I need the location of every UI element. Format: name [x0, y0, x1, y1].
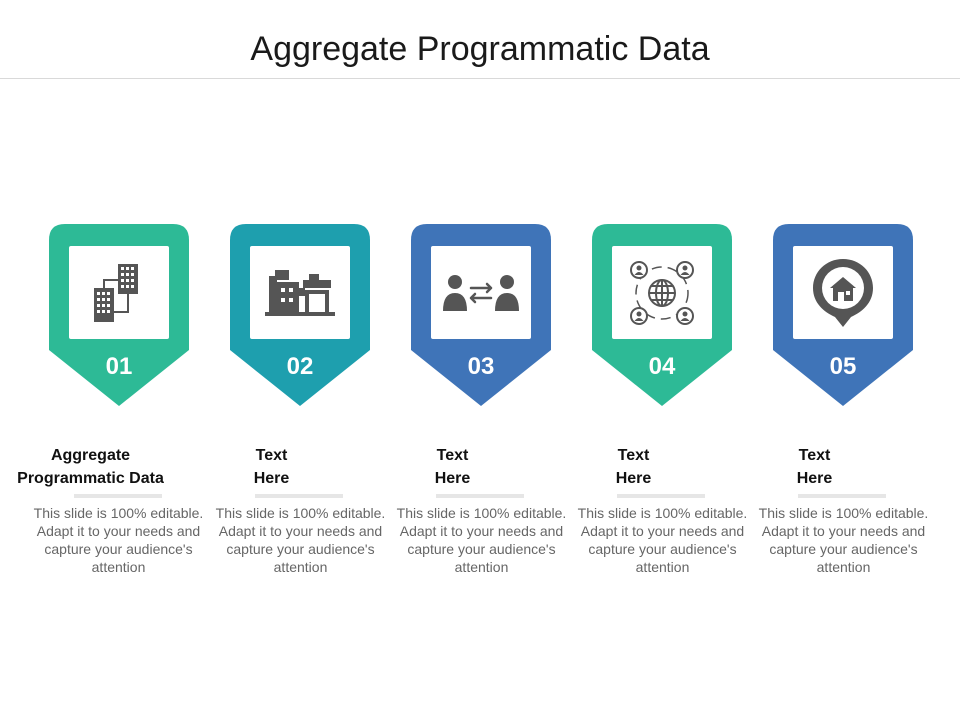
- icon-tile: [250, 246, 350, 339]
- step-heading-line1: Text: [798, 447, 831, 464]
- step-heading-line2: Here: [796, 470, 833, 487]
- step-badge: 04: [592, 224, 732, 406]
- step-heading-line2: Here: [434, 470, 471, 487]
- step-heading: Text Here: [724, 444, 905, 490]
- step-heading-line1: Text: [617, 447, 650, 464]
- step-badge: 05: [773, 224, 913, 406]
- heading-separator: [798, 494, 886, 498]
- step-heading-line1: Text: [255, 447, 288, 464]
- step-number: 03: [467, 353, 495, 380]
- step-description: This slide is 100% editable. Adapt it to…: [215, 505, 386, 575]
- icon-tile: [431, 246, 531, 339]
- step-badge: 03: [411, 224, 551, 406]
- icon-tile: [69, 246, 169, 339]
- icon-tile: [612, 246, 712, 339]
- global-network-icon: [630, 260, 694, 325]
- step-description: This slide is 100% editable. Adapt it to…: [33, 505, 204, 575]
- step-number: 02: [286, 353, 314, 380]
- step-description: This slide is 100% editable. Adapt it to…: [396, 505, 567, 575]
- step-heading-line2: Here: [253, 470, 290, 487]
- step-description: This slide is 100% editable. Adapt it to…: [577, 505, 748, 575]
- heading-separator: [436, 494, 524, 498]
- step-badge: 01: [49, 224, 189, 406]
- heading-separator: [74, 494, 162, 498]
- step-description: This slide is 100% editable. Adapt it to…: [758, 505, 929, 575]
- step-heading: Text Here: [362, 444, 543, 490]
- heading-separator: [617, 494, 705, 498]
- step-heading-line1: Text: [436, 447, 469, 464]
- buildings-network-icon: [94, 263, 138, 322]
- heading-separator: [255, 494, 343, 498]
- people-exchange-icon: [443, 274, 519, 311]
- factory-icon: [265, 269, 335, 316]
- step-badge: 02: [230, 224, 370, 406]
- step-heading: Text Here: [543, 444, 724, 490]
- page-title: Aggregate Programmatic Data: [250, 30, 710, 68]
- step-heading-line2: Here: [615, 470, 652, 487]
- step-heading: Text Here: [181, 444, 362, 490]
- step-number: 05: [829, 353, 857, 380]
- icon-tile: [793, 246, 893, 339]
- home-location-pin-icon: [813, 258, 873, 327]
- step-number: 01: [105, 353, 133, 380]
- title-divider: [0, 78, 960, 79]
- step-heading-line1: Aggregate: [50, 447, 131, 464]
- step-heading: Aggregate Programmatic Data: [0, 444, 181, 490]
- step-heading-line2: Programmatic Data: [17, 470, 164, 487]
- step-number: 04: [648, 353, 676, 380]
